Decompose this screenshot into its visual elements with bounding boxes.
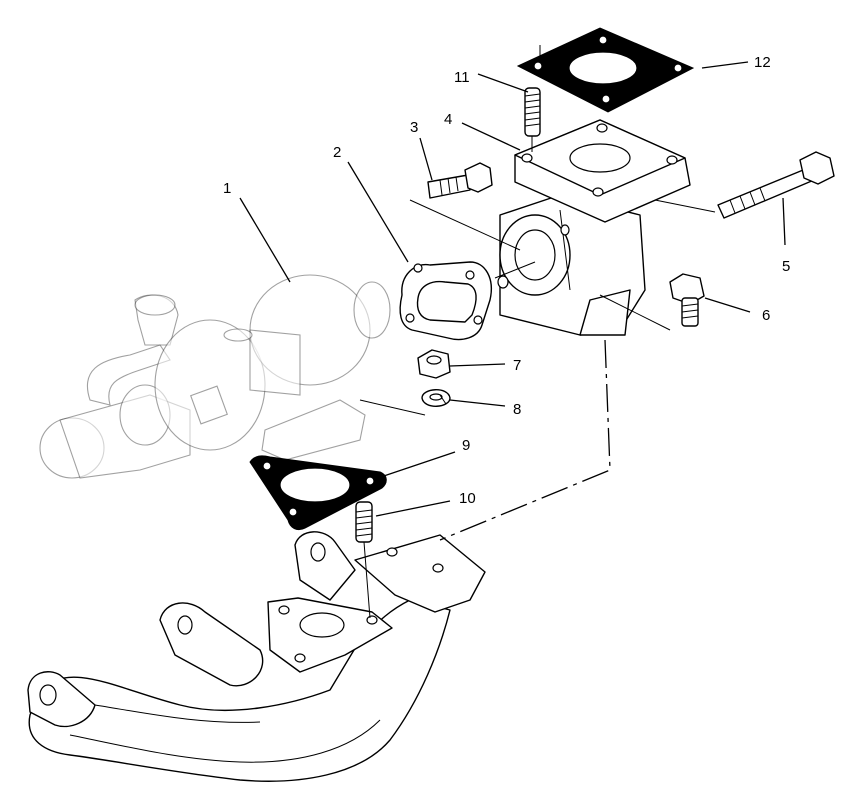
callout-5: 5 bbox=[782, 197, 790, 275]
callout-number: 4 bbox=[444, 111, 452, 128]
callout-number: 2 bbox=[333, 144, 341, 161]
leader-line bbox=[375, 500, 451, 517]
callout-4: 4 bbox=[444, 111, 521, 151]
callout-12: 12 bbox=[701, 54, 771, 71]
callout-number: 1 bbox=[223, 180, 231, 197]
callout-7: 7 bbox=[449, 357, 521, 374]
callout-10: 10 bbox=[375, 490, 476, 517]
callout-number: 7 bbox=[513, 357, 521, 374]
callout-1: 1 bbox=[223, 180, 291, 283]
callout-number: 9 bbox=[462, 437, 470, 454]
leader-line bbox=[461, 122, 521, 151]
gasket-12 bbox=[516, 27, 695, 113]
flange-4 bbox=[514, 119, 691, 223]
leader-line bbox=[449, 399, 506, 407]
gasket-2 bbox=[399, 261, 492, 341]
callout-number: 10 bbox=[459, 490, 476, 507]
assembly-lines bbox=[359, 45, 716, 541]
callout-number: 8 bbox=[513, 401, 521, 418]
callout-9: 9 bbox=[377, 437, 470, 479]
nut-7 bbox=[417, 349, 451, 379]
callout-number: 3 bbox=[410, 119, 418, 136]
lock-washer-8 bbox=[421, 389, 451, 407]
callout-11: 11 bbox=[454, 69, 529, 93]
leader-line bbox=[701, 61, 749, 69]
callout-3: 3 bbox=[410, 119, 433, 181]
bolt-5 bbox=[717, 151, 835, 219]
callout-number: 12 bbox=[754, 54, 771, 71]
stud-11 bbox=[524, 87, 541, 152]
adapter-elbow bbox=[497, 194, 646, 336]
bolt-3 bbox=[427, 162, 493, 199]
callout-8: 8 bbox=[449, 399, 521, 418]
leader-line bbox=[377, 451, 456, 479]
exhaust-manifold bbox=[27, 531, 486, 782]
leader-line bbox=[449, 363, 506, 367]
gasket-9 bbox=[249, 455, 387, 531]
leader-line bbox=[704, 297, 751, 313]
callout-6: 6 bbox=[704, 297, 770, 324]
leader-line bbox=[782, 197, 786, 246]
leader-line bbox=[239, 197, 291, 283]
leader-line bbox=[347, 161, 409, 263]
leader-line bbox=[419, 137, 433, 181]
callout-number: 6 bbox=[762, 307, 770, 324]
callout-2: 2 bbox=[333, 144, 409, 263]
stud-10 bbox=[355, 501, 373, 619]
turbocharger bbox=[39, 274, 391, 479]
leader-line bbox=[477, 73, 529, 93]
callout-number: 5 bbox=[782, 258, 790, 275]
callout-number: 11 bbox=[454, 69, 470, 86]
bolt-6 bbox=[669, 273, 705, 327]
